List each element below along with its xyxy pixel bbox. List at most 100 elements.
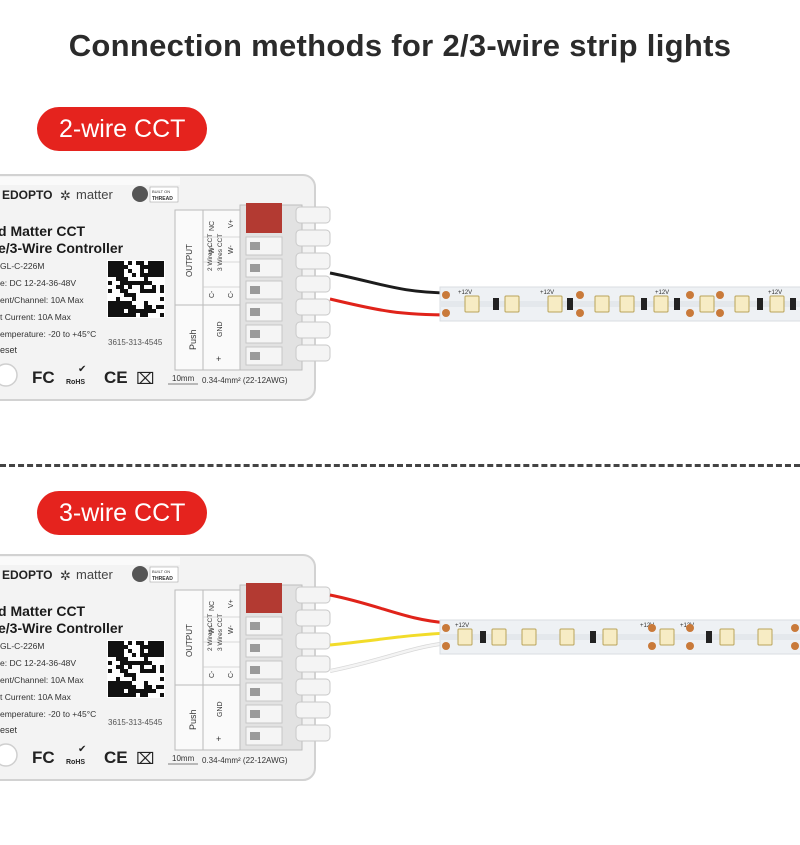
terminal-cap <box>295 344 331 362</box>
qr-module <box>152 309 156 313</box>
spec-current_channel: ent/Channel: 10A Max <box>0 675 84 685</box>
qr-module <box>116 297 120 301</box>
qr-module <box>120 681 124 685</box>
qr-module <box>132 309 136 313</box>
qr-module <box>128 301 132 305</box>
qr-module <box>116 677 120 681</box>
qr-module <box>140 285 144 289</box>
qr-module <box>132 693 136 697</box>
qr-module <box>112 653 116 657</box>
terminal-w-label: W- <box>209 245 216 254</box>
qr-module <box>160 285 164 289</box>
qr-module <box>136 309 140 313</box>
terminal-cap <box>295 678 331 696</box>
qr-module <box>160 297 164 301</box>
qr-module <box>140 661 144 665</box>
resistor <box>567 298 573 310</box>
qr-module <box>160 677 164 681</box>
led-chip <box>719 628 735 646</box>
fc-mark: FC <box>32 368 55 387</box>
qr-module <box>144 685 148 689</box>
qr-module <box>112 693 116 697</box>
terminal-c-label-2: C- <box>228 670 235 678</box>
qr-module <box>120 277 124 281</box>
product-name-line2: e/3-Wire Controller <box>0 240 124 256</box>
three-wires-cct-label: 3 Wires CCT <box>217 234 224 271</box>
thread-line2: THREAD <box>152 576 173 582</box>
terminal-hole <box>250 264 260 272</box>
qr-module <box>156 685 160 689</box>
qr-module <box>128 305 132 309</box>
page-title: Connection methods for 2/3-wire strip li… <box>68 28 732 63</box>
terminal-lever <box>245 236 283 256</box>
solder-pad <box>576 291 584 299</box>
spec-model: GL-C-226M <box>0 261 44 271</box>
terminal-v-plus-label: V+ <box>228 219 235 228</box>
strip-voltage-label: +12V <box>640 623 654 629</box>
qr-module <box>132 281 136 285</box>
terminal-hole <box>250 666 260 674</box>
qr-module <box>140 309 144 313</box>
qr-module <box>140 649 144 653</box>
qr-module <box>148 649 152 653</box>
solder-pad <box>442 642 450 650</box>
qr-module <box>140 665 144 669</box>
qr-module <box>112 645 116 649</box>
qr-module <box>120 301 124 305</box>
qr-module <box>156 649 160 653</box>
led-chip <box>464 295 480 313</box>
terminal-lever <box>245 660 283 680</box>
qr-module <box>156 305 160 309</box>
qr-module <box>108 693 112 697</box>
push-label: Push <box>188 329 198 350</box>
rohs-check-icon: ✔ <box>78 744 86 755</box>
terminal-hole <box>250 286 260 294</box>
weee-bin-icon: ⌧ <box>136 371 154 388</box>
qr-module <box>156 265 160 269</box>
qr-module <box>144 313 148 317</box>
solder-pad <box>716 309 724 317</box>
qr-module <box>136 661 140 665</box>
qr-module <box>116 653 120 657</box>
qr-module <box>152 285 156 289</box>
thread-line1: BUILT ON <box>152 189 170 194</box>
qr-module <box>160 641 164 645</box>
qr-module <box>140 669 144 673</box>
qr-module <box>116 277 120 281</box>
solder-pad <box>791 642 799 650</box>
qr-module <box>148 653 152 657</box>
led-chip <box>757 628 773 646</box>
qr-module <box>140 313 144 317</box>
terminal-lever <box>245 638 283 658</box>
qr-module <box>112 681 116 685</box>
qr-module <box>132 677 136 681</box>
qr-module <box>124 293 128 297</box>
terminal-hole <box>250 352 260 360</box>
terminal-lever <box>245 682 283 702</box>
qr-module <box>108 685 112 689</box>
qr-module <box>144 669 148 673</box>
reset-label: eset <box>0 725 18 735</box>
qr-module <box>128 313 132 317</box>
qr-module <box>116 641 120 645</box>
qr-module <box>116 261 120 265</box>
qr-module <box>108 261 112 265</box>
qr-module <box>160 289 164 293</box>
terminal-lever <box>245 616 283 636</box>
led-chip <box>457 628 473 646</box>
qr-module <box>124 685 128 689</box>
spec-voltage: e: DC 12-24-36-48V <box>0 278 76 288</box>
qr-module <box>160 261 164 265</box>
qr-module <box>152 669 156 673</box>
qr-module <box>116 273 120 277</box>
qr-module <box>124 669 128 673</box>
qr-module <box>120 661 124 665</box>
terminal-cap <box>295 632 331 650</box>
wire-black <box>329 271 453 295</box>
qr-module <box>140 693 144 697</box>
section-label-3-wire: 3-wire CCT <box>37 491 208 535</box>
qr-module <box>128 681 132 685</box>
led-chip <box>769 295 785 313</box>
qr-module <box>120 273 124 277</box>
thread-icon <box>132 186 148 202</box>
